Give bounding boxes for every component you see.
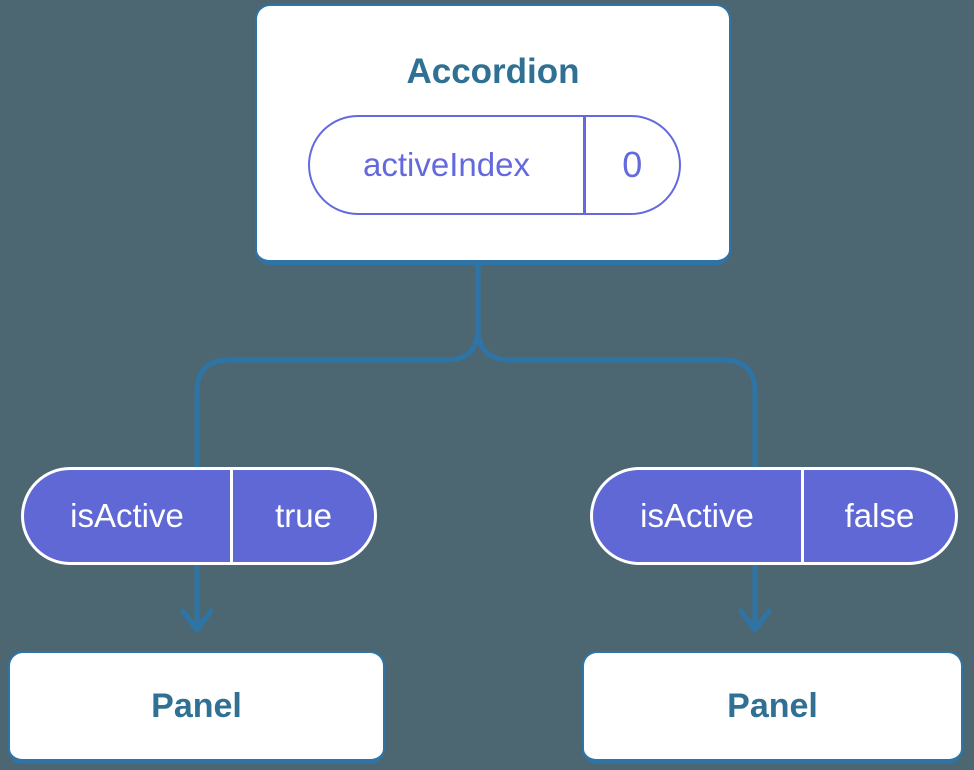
branch-right-connector bbox=[475, 262, 758, 471]
state-value: 0 bbox=[622, 144, 643, 185]
prop-name: isActive bbox=[640, 497, 754, 534]
pill-divider bbox=[583, 117, 586, 213]
panel-title: Panel bbox=[727, 686, 818, 725]
arrow-down-icon bbox=[180, 608, 214, 633]
accordion-title: Accordion bbox=[406, 52, 580, 91]
state-pill: activeIndex 0 bbox=[308, 115, 681, 215]
prop-name: isActive bbox=[70, 497, 184, 534]
pill-divider bbox=[801, 470, 804, 562]
prop-value: true bbox=[275, 497, 332, 534]
panel-component-box-left: Panel bbox=[8, 651, 385, 764]
accordion-component-box: Accordion activeIndex 0 bbox=[255, 4, 731, 265]
arrow-down-icon bbox=[738, 608, 772, 633]
prop-pill-right: isActive false bbox=[590, 467, 958, 565]
state-name: activeIndex bbox=[363, 146, 530, 183]
prop-value: false bbox=[844, 497, 915, 534]
panel-title: Panel bbox=[151, 686, 242, 725]
pill-divider bbox=[230, 470, 233, 562]
panel-component-box-right: Panel bbox=[582, 651, 963, 764]
branch-left-connector bbox=[194, 262, 481, 471]
prop-pill-left: isActive true bbox=[21, 467, 377, 565]
